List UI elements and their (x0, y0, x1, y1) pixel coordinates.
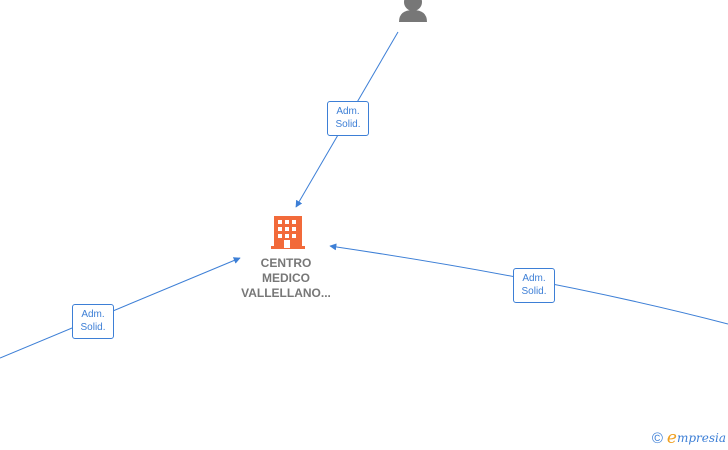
person-icon[interactable] (399, 0, 427, 22)
edge-label-right[interactable]: Adm. Solid. (513, 268, 555, 303)
company-name-line-3: VALLELLANO... (241, 286, 331, 300)
edge-label-top[interactable]: Adm. Solid. (327, 101, 369, 136)
company-name-line-1: CENTRO (260, 256, 312, 270)
brand-logo-letter: e (666, 428, 677, 448)
edge-label-right-line1: Adm. (522, 273, 546, 284)
building-icon[interactable] (271, 216, 305, 249)
brand-logo-text: mpresia (676, 431, 726, 445)
edge-label-left-line2: Solid. (80, 322, 106, 333)
company-name-line-2: MEDICO (262, 271, 310, 285)
edge-label-right-line2: Solid. (521, 286, 547, 297)
edge-label-top-line1: Adm. (336, 106, 360, 117)
copyright-icon: © (651, 430, 663, 447)
edge-label-top-line2: Solid. (335, 119, 361, 130)
company-name[interactable]: CENTRO MEDICO VALLELLANO... (226, 256, 346, 301)
edge-label-left-line1: Adm. (81, 309, 105, 320)
edge-line-left (0, 257, 241, 359)
edge-label-left[interactable]: Adm. Solid. (72, 304, 114, 339)
brand-watermark: © e mpresia (651, 428, 726, 448)
